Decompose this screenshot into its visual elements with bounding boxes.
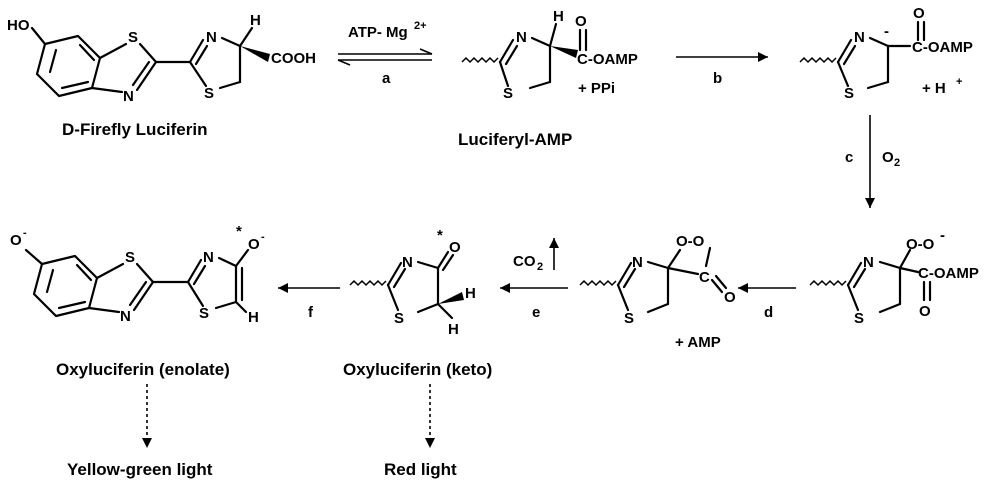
atom-n: N [206, 29, 217, 46]
dioxetanone-structure: N S O-O C O + AMP [579, 233, 736, 351]
atom-o-minus: O [10, 232, 22, 249]
byproduct-h-plus-charge: + [956, 76, 962, 88]
atom-c: C [699, 269, 710, 286]
carbanion-charge: - [884, 23, 889, 40]
step-label-d: d [764, 304, 773, 321]
atom-s: S [125, 249, 135, 266]
step-c-arrow: c O 2 [845, 115, 900, 208]
reagent-atp-mg-charge: 2+ [414, 20, 427, 32]
atom-n: N [120, 308, 131, 325]
atom-o: O [913, 5, 925, 22]
luciferyl-amp-structure: N S H O C-OAMP + PPi [461, 8, 638, 102]
atom-s: S [844, 85, 854, 102]
atom-h: H [250, 12, 261, 29]
step-label-b: b [713, 70, 722, 87]
reagent-o2-subscript: 2 [894, 157, 900, 169]
enolate-charge: - [261, 231, 265, 243]
light-label-red: Red light [384, 460, 457, 479]
atom-s: S [204, 85, 214, 102]
atom-n: N [863, 254, 874, 271]
atom-o: O [919, 303, 931, 320]
yellow-green-emission: Yellow-green light [67, 384, 213, 479]
byproduct-co2-subscript: 2 [537, 261, 543, 273]
excited-state-star: * [437, 227, 443, 244]
atom-c-oamp: C-OAMP [912, 39, 973, 56]
atom-cooh: COOH [271, 50, 316, 67]
step-f-arrow: f [278, 283, 340, 321]
step-label-e: e [532, 304, 540, 321]
byproduct-h-plus: + H [922, 80, 946, 97]
atom-o: O [449, 239, 461, 256]
compound-label-oxyluciferin-enolate: Oxyluciferin (enolate) [56, 360, 230, 379]
peroxy-oxygens: O-O [906, 236, 935, 253]
step-d-arrow: d [738, 283, 796, 321]
atom-o: O [724, 289, 736, 306]
reagent-o2: O [882, 149, 894, 166]
step-e-arrow: CO 2 e [500, 238, 568, 321]
atom-h: H [448, 321, 459, 338]
compound-label-d-luciferin: D-Firefly Luciferin [62, 120, 207, 139]
d-luciferin-structure: HO S N N S H COOH [7, 12, 316, 105]
atom-s: S [394, 310, 404, 327]
excited-state-star: * [236, 223, 242, 240]
byproduct-ppi: + PPi [578, 80, 615, 97]
atom-n: N [516, 29, 527, 46]
atom-n: N [123, 88, 134, 105]
atom-h: H [248, 309, 259, 326]
dioxetane-oxygens: O-O [676, 233, 705, 250]
atom-n: N [402, 254, 413, 271]
carbanion-intermediate-structure: N S - O C-OAMP + H + [799, 5, 973, 102]
atom-o-minus: O [248, 236, 260, 253]
phenolate-charge: - [23, 227, 27, 239]
atom-h: H [465, 285, 476, 302]
oxyluciferin-keto-structure: N S O * H H [349, 227, 476, 338]
atom-s: S [503, 85, 513, 102]
step-label-c: c [845, 149, 853, 166]
atom-s: S [128, 29, 138, 46]
peroxy-charge: - [940, 227, 945, 244]
step-label-a: a [382, 70, 391, 87]
atom-n: N [632, 254, 643, 271]
atom-s: S [624, 310, 634, 327]
oxyluciferin-enolate-structure: O - S N N S O - * H [10, 223, 265, 326]
atom-n: N [203, 249, 214, 266]
atom-s: S [199, 305, 209, 322]
byproduct-co2: CO [513, 253, 536, 270]
atom-o: O [575, 13, 587, 30]
step-label-f: f [308, 304, 314, 321]
atom-s: S [854, 310, 864, 327]
red-emission: Red light [384, 384, 457, 479]
atom-n: N [854, 29, 865, 46]
light-label-yellow-green: Yellow-green light [67, 460, 213, 479]
step-a-arrow: ATP- Mg 2+ a [337, 20, 433, 87]
atom-c-oamp: C-OAMP [577, 51, 638, 68]
atom-h: H [553, 8, 564, 25]
compound-label-luciferyl-amp: Luciferyl-AMP [458, 130, 572, 149]
step-b-arrow: b [676, 52, 768, 87]
peroxide-intermediate-structure: N S O-O - C-OAMP O [809, 227, 979, 327]
byproduct-amp: + AMP [675, 334, 721, 351]
atom-ho: HO [7, 17, 30, 34]
compound-label-oxyluciferin-keto: Oxyluciferin (keto) [343, 360, 492, 379]
reagent-atp-mg: ATP- Mg [348, 24, 408, 41]
atom-c-oamp: C-OAMP [918, 265, 979, 282]
